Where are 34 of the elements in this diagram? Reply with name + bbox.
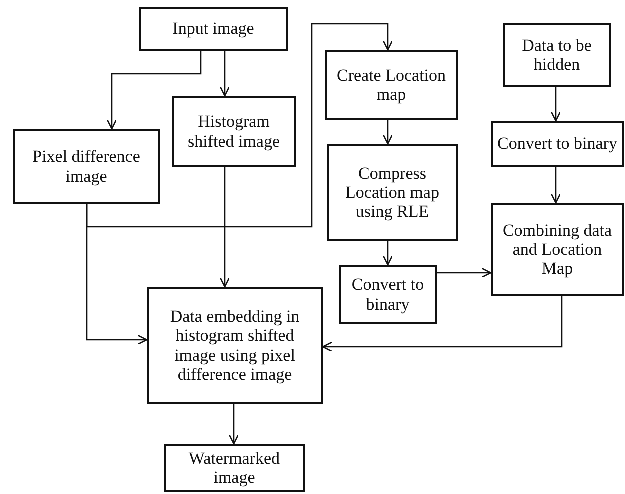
arrow xyxy=(550,87,562,122)
box-label: Input image xyxy=(172,19,254,39)
box-label: Convert to binary xyxy=(350,275,426,314)
arrow xyxy=(382,241,394,266)
box-label: Compress Location map using RLE xyxy=(344,164,440,222)
process-box xyxy=(172,96,296,167)
box-label: Convert to binary xyxy=(498,134,618,154)
arrow xyxy=(220,167,230,288)
process-box xyxy=(139,7,288,51)
arrow xyxy=(550,167,562,204)
process-box xyxy=(325,50,458,120)
process-box xyxy=(164,444,305,492)
process-box xyxy=(491,203,624,296)
box-label: Pixel difference image xyxy=(32,147,142,186)
box-label: Combining data and Location Map xyxy=(502,220,614,278)
arrow xyxy=(228,404,240,445)
arrow xyxy=(322,296,563,352)
arrow xyxy=(86,204,148,346)
box-label: Watermarked image xyxy=(188,448,282,488)
process-box xyxy=(147,287,323,404)
process-box xyxy=(339,265,437,324)
box-label: Create Location map xyxy=(336,66,448,104)
arrow xyxy=(382,120,394,145)
process-box xyxy=(13,129,160,204)
process-box xyxy=(327,144,458,241)
box-label: Histogram shifted image xyxy=(186,112,282,151)
arrow xyxy=(437,268,492,278)
arrow xyxy=(86,23,394,228)
process-box xyxy=(491,121,624,167)
arrow xyxy=(106,51,202,130)
process-box xyxy=(503,23,611,87)
arrow xyxy=(220,51,230,97)
box-label: Data embedding in histogram shifted image using pixel difference image xyxy=(169,307,301,384)
box-label: Data to be hidden xyxy=(521,36,593,74)
